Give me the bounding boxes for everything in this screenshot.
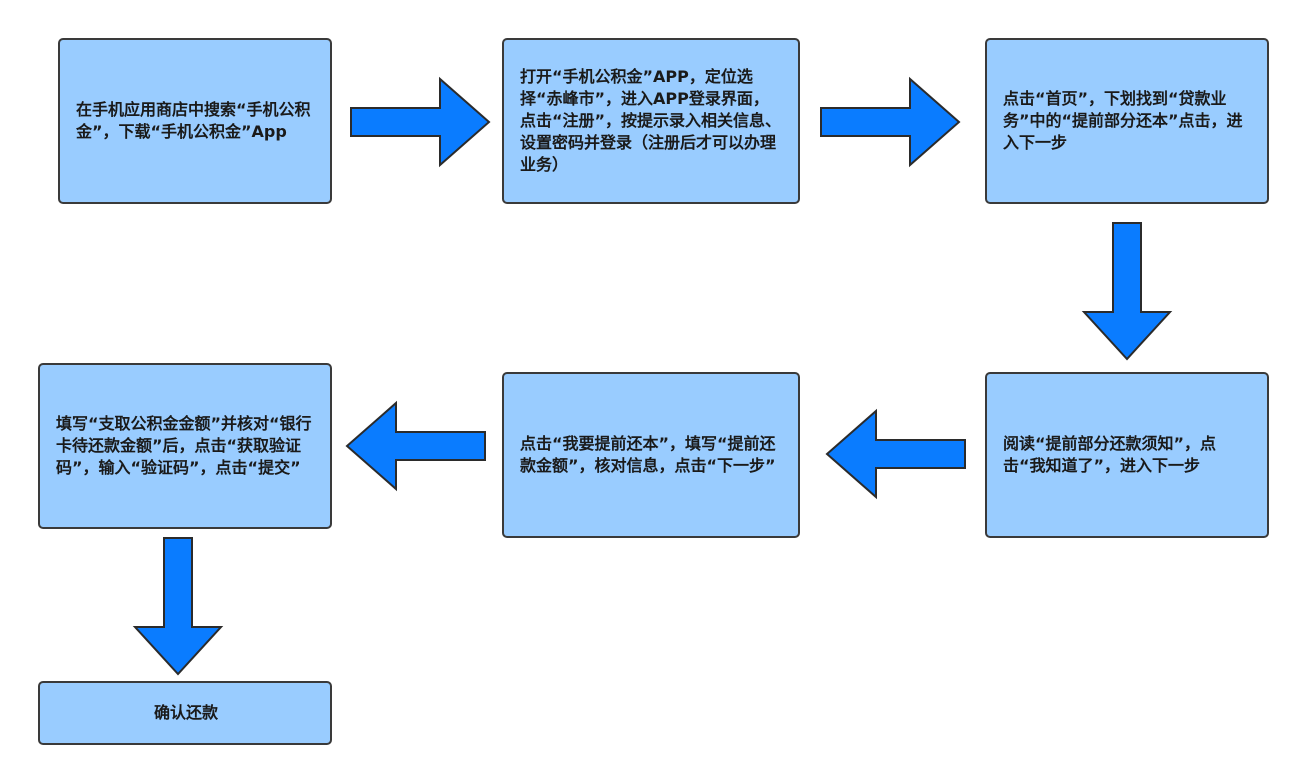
step-7-box: 确认还款 xyxy=(38,681,332,745)
step-3-box: 点击“首页”，下划找到“贷款业务”中的“提前部分还本”点击，进入下一步 xyxy=(985,38,1269,204)
arrow-step2-to-step3 xyxy=(820,76,961,168)
step-6-text: 填写“支取公积金金额”并核对“银行卡待还款金额”后，点击“获取验证码”，输入“验… xyxy=(56,414,312,477)
arrow-step1-to-step2 xyxy=(350,76,491,168)
arrow-step6-to-step7 xyxy=(132,537,224,676)
arrow-step4-to-step5 xyxy=(825,408,966,500)
step-5-box: 点击“我要提前还本”，填写“提前还款金额”，核对信息，点击“下一步” xyxy=(502,372,800,538)
step-2-text: 打开“手机公积金”APP，定位选择“赤峰市”，进入APP登录界面，点击“注册”，… xyxy=(520,67,782,174)
step-3-text: 点击“首页”，下划找到“贷款业务”中的“提前部分还本”点击，进入下一步 xyxy=(1003,89,1243,152)
step-2-box: 打开“手机公积金”APP，定位选择“赤峰市”，进入APP登录界面，点击“注册”，… xyxy=(502,38,800,204)
step-4-text: 阅读“提前部分还款须知”，点击“我知道了”，进入下一步 xyxy=(1003,434,1217,475)
step-7-text: 确认还款 xyxy=(153,703,218,722)
step-1-text: 在手机应用商店中搜索“手机公积金”，下载“手机公积金”App xyxy=(76,100,311,141)
arrow-step5-to-step6 xyxy=(345,400,486,492)
step-5-text: 点击“我要提前还本”，填写“提前还款金额”，核对信息，点击“下一步” xyxy=(520,434,776,475)
arrow-step3-to-step4 xyxy=(1081,222,1173,361)
step-4-box: 阅读“提前部分还款须知”，点击“我知道了”，进入下一步 xyxy=(985,372,1269,538)
step-1-box: 在手机应用商店中搜索“手机公积金”，下载“手机公积金”App xyxy=(58,38,332,204)
step-6-box: 填写“支取公积金金额”并核对“银行卡待还款金额”后，点击“获取验证码”，输入“验… xyxy=(38,363,332,529)
